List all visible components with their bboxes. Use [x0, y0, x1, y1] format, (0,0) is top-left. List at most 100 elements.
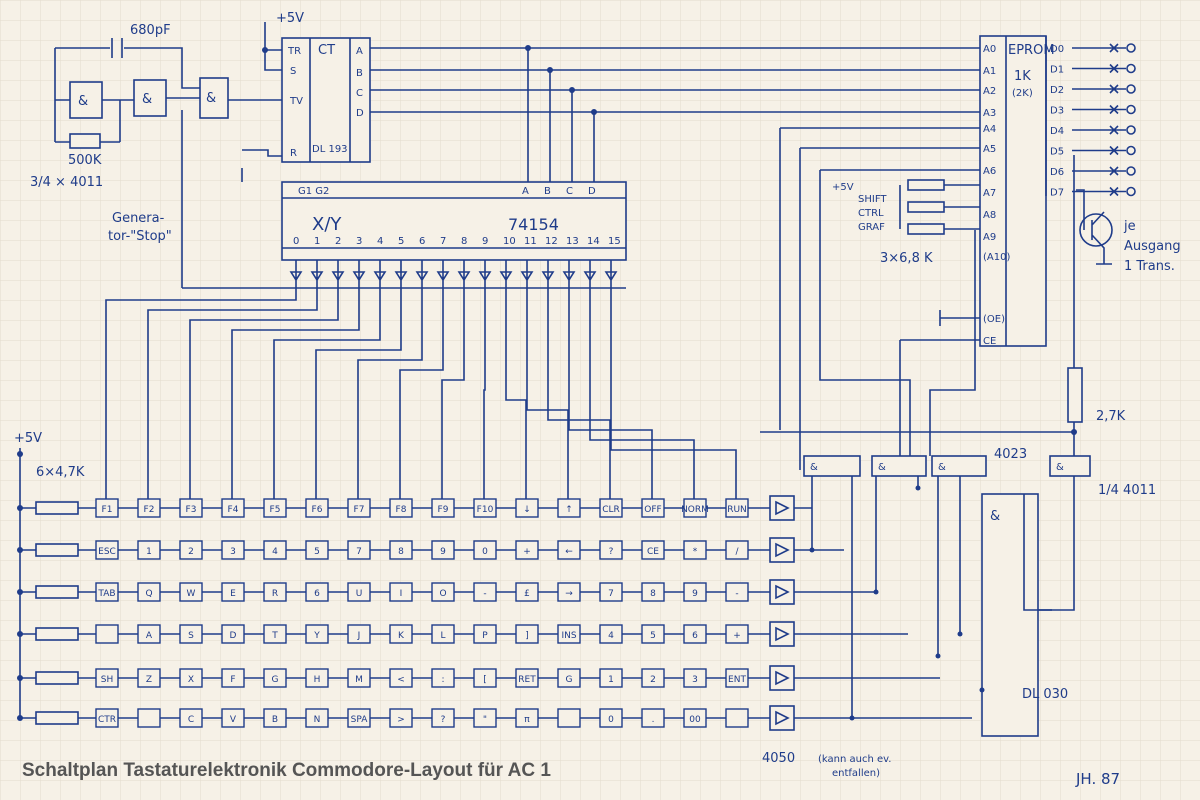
key-4-15[interactable]: ENT: [725, 668, 749, 688]
key-0-11[interactable]: ↑: [557, 498, 581, 518]
key-4-11[interactable]: G: [557, 668, 581, 688]
key-0-13[interactable]: OFF: [641, 498, 665, 518]
key-5-3[interactable]: V: [221, 708, 245, 728]
key-0-8[interactable]: F9: [431, 498, 455, 518]
key-1-0[interactable]: ESC: [95, 540, 119, 560]
key-4-1[interactable]: Z: [137, 668, 161, 688]
key-2-12[interactable]: 7: [599, 582, 623, 602]
key-0-5[interactable]: F6: [305, 498, 329, 518]
key-3-3[interactable]: D: [221, 624, 245, 644]
key-2-0[interactable]: TAB: [95, 582, 119, 602]
key-3-13[interactable]: 5: [641, 624, 665, 644]
key-5-14[interactable]: 00: [683, 708, 707, 728]
key-3-0[interactable]: [95, 624, 119, 644]
key-2-9[interactable]: -: [473, 582, 497, 602]
key-1-2[interactable]: 2: [179, 540, 203, 560]
key-1-11[interactable]: ←: [557, 540, 581, 560]
key-2-4[interactable]: R: [263, 582, 287, 602]
key-1-10[interactable]: +: [515, 540, 539, 560]
key-0-6[interactable]: F7: [347, 498, 371, 518]
key-3-9[interactable]: P: [473, 624, 497, 644]
key-2-5[interactable]: 6: [305, 582, 329, 602]
key-4-10[interactable]: RET: [515, 668, 539, 688]
key-5-15[interactable]: [725, 708, 749, 728]
key-0-14[interactable]: NORM: [681, 498, 709, 518]
key-2-13[interactable]: 8: [641, 582, 665, 602]
key-1-9[interactable]: 0: [473, 540, 497, 560]
key-0-4[interactable]: F5: [263, 498, 287, 518]
key-2-7[interactable]: I: [389, 582, 413, 602]
key-5-4[interactable]: B: [263, 708, 287, 728]
key-5-5[interactable]: N: [305, 708, 329, 728]
key-2-14[interactable]: 9: [683, 582, 707, 602]
key-2-3[interactable]: E: [221, 582, 245, 602]
key-5-13[interactable]: .: [641, 708, 665, 728]
key-1-12[interactable]: ?: [599, 540, 623, 560]
key-4-12[interactable]: 1: [599, 668, 623, 688]
data-terminal-0[interactable]: [1126, 43, 1136, 53]
key-0-2[interactable]: F3: [179, 498, 203, 518]
key-3-15[interactable]: +: [725, 624, 749, 644]
data-terminal-5[interactable]: [1126, 145, 1136, 156]
key-3-14[interactable]: 6: [683, 624, 707, 644]
key-5-8[interactable]: ?: [431, 708, 455, 728]
key-5-7[interactable]: >: [389, 708, 413, 728]
key-1-3[interactable]: 3: [221, 540, 245, 560]
data-terminal-2[interactable]: [1126, 84, 1136, 94]
key-4-14[interactable]: 3: [683, 668, 707, 688]
key-5-2[interactable]: C: [179, 708, 203, 728]
key-2-2[interactable]: W: [179, 582, 203, 602]
key-1-7[interactable]: 8: [389, 540, 413, 560]
key-1-1[interactable]: 1: [137, 540, 161, 560]
key-4-5[interactable]: H: [305, 668, 329, 688]
key-3-6[interactable]: J: [347, 624, 371, 644]
key-3-5[interactable]: Y: [305, 624, 329, 644]
key-5-12[interactable]: 0: [599, 708, 623, 728]
key-0-12[interactable]: CLR: [599, 498, 623, 518]
key-4-7[interactable]: <: [389, 668, 413, 688]
key-3-4[interactable]: T: [263, 624, 287, 644]
key-0-1[interactable]: F2: [137, 498, 161, 518]
data-terminal-6[interactable]: [1126, 166, 1136, 176]
key-3-1[interactable]: A: [137, 624, 161, 644]
data-terminal-4[interactable]: [1126, 125, 1136, 135]
key-0-0[interactable]: F1: [95, 498, 119, 518]
data-terminal-1[interactable]: [1126, 63, 1136, 74]
key-1-14[interactable]: *: [683, 540, 707, 560]
key-2-10[interactable]: £: [515, 582, 539, 602]
key-5-9[interactable]: ": [473, 708, 497, 728]
key-3-11[interactable]: INS: [557, 624, 581, 644]
key-2-8[interactable]: O: [431, 582, 455, 602]
key-3-10[interactable]: ]: [515, 624, 539, 644]
key-1-6[interactable]: 7: [347, 540, 371, 560]
key-5-11[interactable]: [557, 708, 581, 728]
key-2-1[interactable]: Q: [137, 582, 161, 602]
key-5-6[interactable]: SPA: [347, 708, 371, 728]
key-0-9[interactable]: F10: [473, 498, 497, 518]
key-3-12[interactable]: 4: [599, 624, 623, 644]
key-0-15[interactable]: RUN: [725, 498, 749, 518]
key-4-2[interactable]: X: [179, 668, 203, 688]
key-1-8[interactable]: 9: [431, 540, 455, 560]
key-4-8[interactable]: :: [431, 668, 455, 688]
key-1-15[interactable]: /: [725, 540, 749, 560]
key-2-6[interactable]: U: [347, 582, 371, 602]
key-1-13[interactable]: CE: [641, 540, 665, 560]
key-0-10[interactable]: ↓: [515, 498, 539, 518]
key-5-10[interactable]: π: [515, 708, 539, 728]
key-3-2[interactable]: S: [179, 624, 203, 644]
key-4-3[interactable]: F: [221, 668, 245, 688]
key-5-0[interactable]: CTR: [95, 708, 119, 728]
key-1-4[interactable]: 4: [263, 540, 287, 560]
key-0-3[interactable]: F4: [221, 498, 245, 518]
key-0-7[interactable]: F8: [389, 498, 413, 518]
data-terminal-3[interactable]: [1126, 104, 1136, 115]
key-3-8[interactable]: L: [431, 624, 455, 644]
key-2-11[interactable]: →: [557, 582, 581, 602]
key-4-6[interactable]: M: [347, 668, 371, 688]
key-1-5[interactable]: 5: [305, 540, 329, 560]
key-4-13[interactable]: 2: [641, 668, 665, 688]
key-4-9[interactable]: [: [473, 668, 497, 688]
key-2-15[interactable]: -: [725, 582, 749, 602]
key-4-4[interactable]: G: [263, 668, 287, 688]
